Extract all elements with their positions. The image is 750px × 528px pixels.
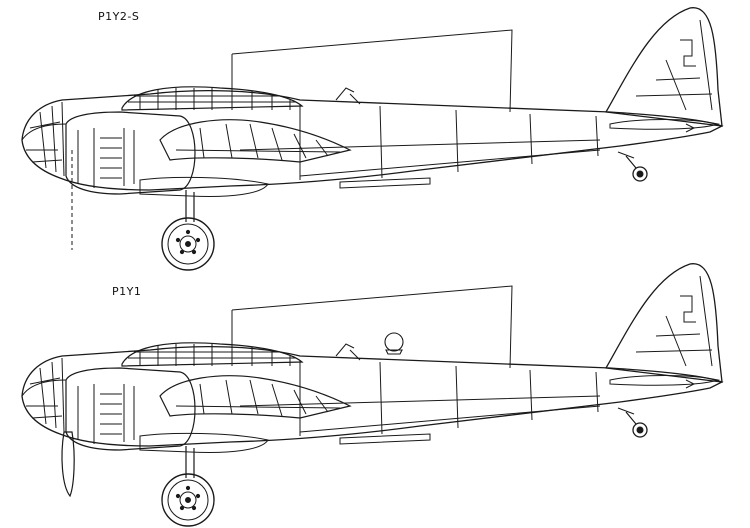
drawing-label-bottom: P1Y1 xyxy=(112,285,142,298)
drawing-label-top: P1Y2-S xyxy=(98,10,140,23)
aircraft-p1y2s xyxy=(21,6,723,271)
radar-dome xyxy=(384,332,404,352)
aircraft-p1y1 xyxy=(21,262,723,527)
propeller-blade xyxy=(61,431,75,498)
